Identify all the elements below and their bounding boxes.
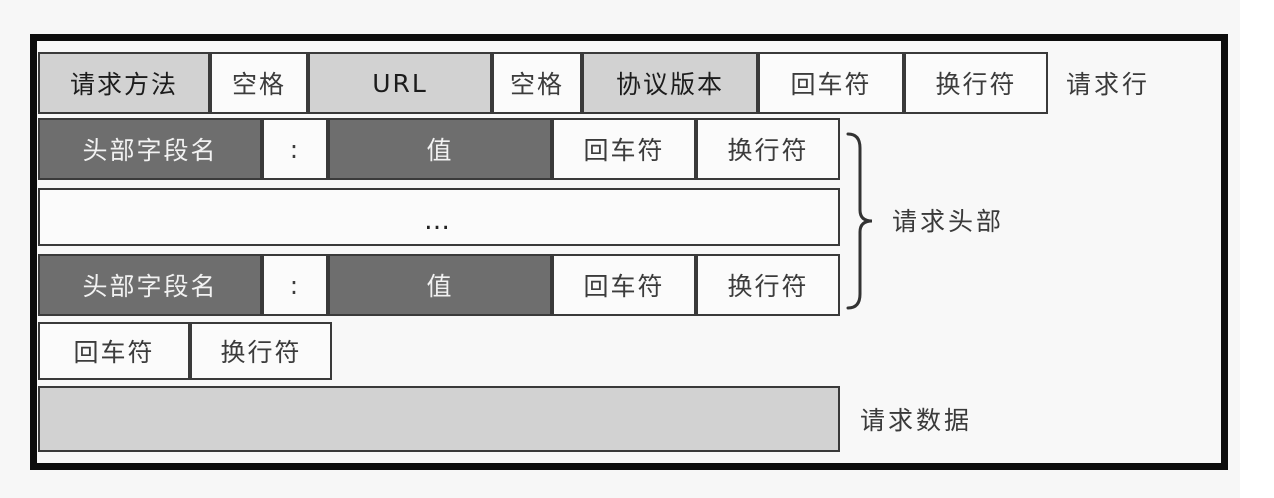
label-request-line: 请求行 [1066, 70, 1151, 99]
curly-brace-right-icon [846, 132, 873, 310]
paper-edge-strip [1240, 0, 1274, 498]
cell-space-2: 空格 [492, 52, 582, 114]
cell-header-field-name-1: 头部字段名 [38, 118, 262, 180]
cell-request-body [38, 386, 840, 452]
http-request-structure-diagram: 请求方法 空格 URL 空格 协议版本 回车符 换行符 请求行 头部字段名 : … [30, 34, 1228, 470]
cell-cr-request-line: 回车符 [758, 52, 904, 114]
label-request-headers: 请求头部 [892, 207, 1005, 236]
cell-cr-header-1: 回车符 [552, 118, 696, 180]
cell-lf-header-1: 换行符 [696, 118, 840, 180]
cell-request-method: 请求方法 [38, 52, 210, 114]
cell-colon-1: : [262, 118, 328, 180]
cell-url: URL [308, 52, 492, 114]
cell-header-field-value-2: 值 [328, 254, 552, 316]
cell-header-field-name-2: 头部字段名 [38, 254, 262, 316]
cell-lf-header-2: 换行符 [696, 254, 840, 316]
cell-header-field-value-1: 值 [328, 118, 552, 180]
label-request-body: 请求数据 [860, 406, 973, 435]
cell-space-1: 空格 [210, 52, 308, 114]
cell-lf-blank-line: 换行符 [190, 322, 332, 380]
cell-cr-header-2: 回车符 [552, 254, 696, 316]
cell-colon-2: : [262, 254, 328, 316]
cell-header-ellipsis: … [38, 188, 840, 246]
cell-protocol-version: 协议版本 [582, 52, 758, 114]
cell-cr-blank-line: 回车符 [38, 322, 190, 380]
cell-lf-request-line: 换行符 [904, 52, 1048, 114]
